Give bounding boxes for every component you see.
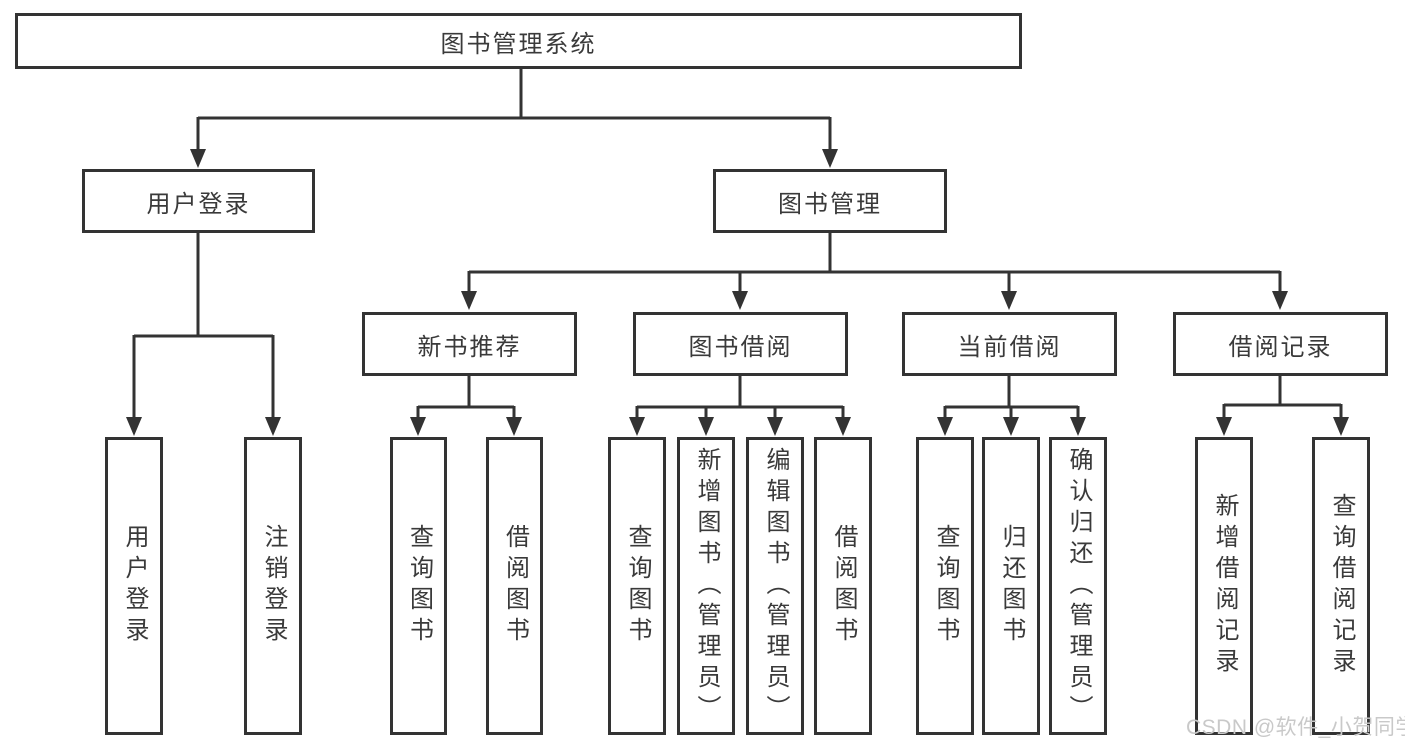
- leaf-query-borrow-record: 查询借阅记录: [1312, 437, 1370, 735]
- leaf-user-login: 用户登录: [105, 437, 163, 735]
- arrowhead-icons: [126, 149, 1349, 436]
- leaf-query-books-current: 查询图书: [916, 437, 974, 735]
- node-book-borrowing: 图书借阅: [633, 312, 848, 376]
- leaf-add-books-admin: 新增图书（管理员）: [677, 437, 735, 735]
- leaf-confirm-return-admin: 确认归还（管理员）: [1049, 437, 1107, 735]
- csdn-watermark: CSDN @软件_小贺同学: [1186, 716, 1405, 739]
- node-root: 图书管理系统: [15, 13, 1022, 69]
- node-book-management: 图书管理: [713, 169, 947, 233]
- leaf-return-books: 归还图书: [982, 437, 1040, 735]
- node-user-login: 用户登录: [82, 169, 315, 233]
- leaf-query-books-recommend: 查询图书: [390, 437, 447, 735]
- leaf-borrow-books-recommend: 借阅图书: [486, 437, 543, 735]
- node-borrowing-records: 借阅记录: [1173, 312, 1388, 376]
- leaf-borrow-books-borrowing: 借阅图书: [814, 437, 872, 735]
- leaf-edit-books-admin: 编辑图书（管理员）: [746, 437, 804, 735]
- node-new-book-recommendation: 新书推荐: [362, 312, 577, 376]
- node-current-borrowing: 当前借阅: [902, 312, 1117, 376]
- leaf-query-books-borrowing: 查询图书: [608, 437, 666, 735]
- leaf-logout: 注销登录: [244, 437, 302, 735]
- leaf-add-borrow-record: 新增借阅记录: [1195, 437, 1253, 735]
